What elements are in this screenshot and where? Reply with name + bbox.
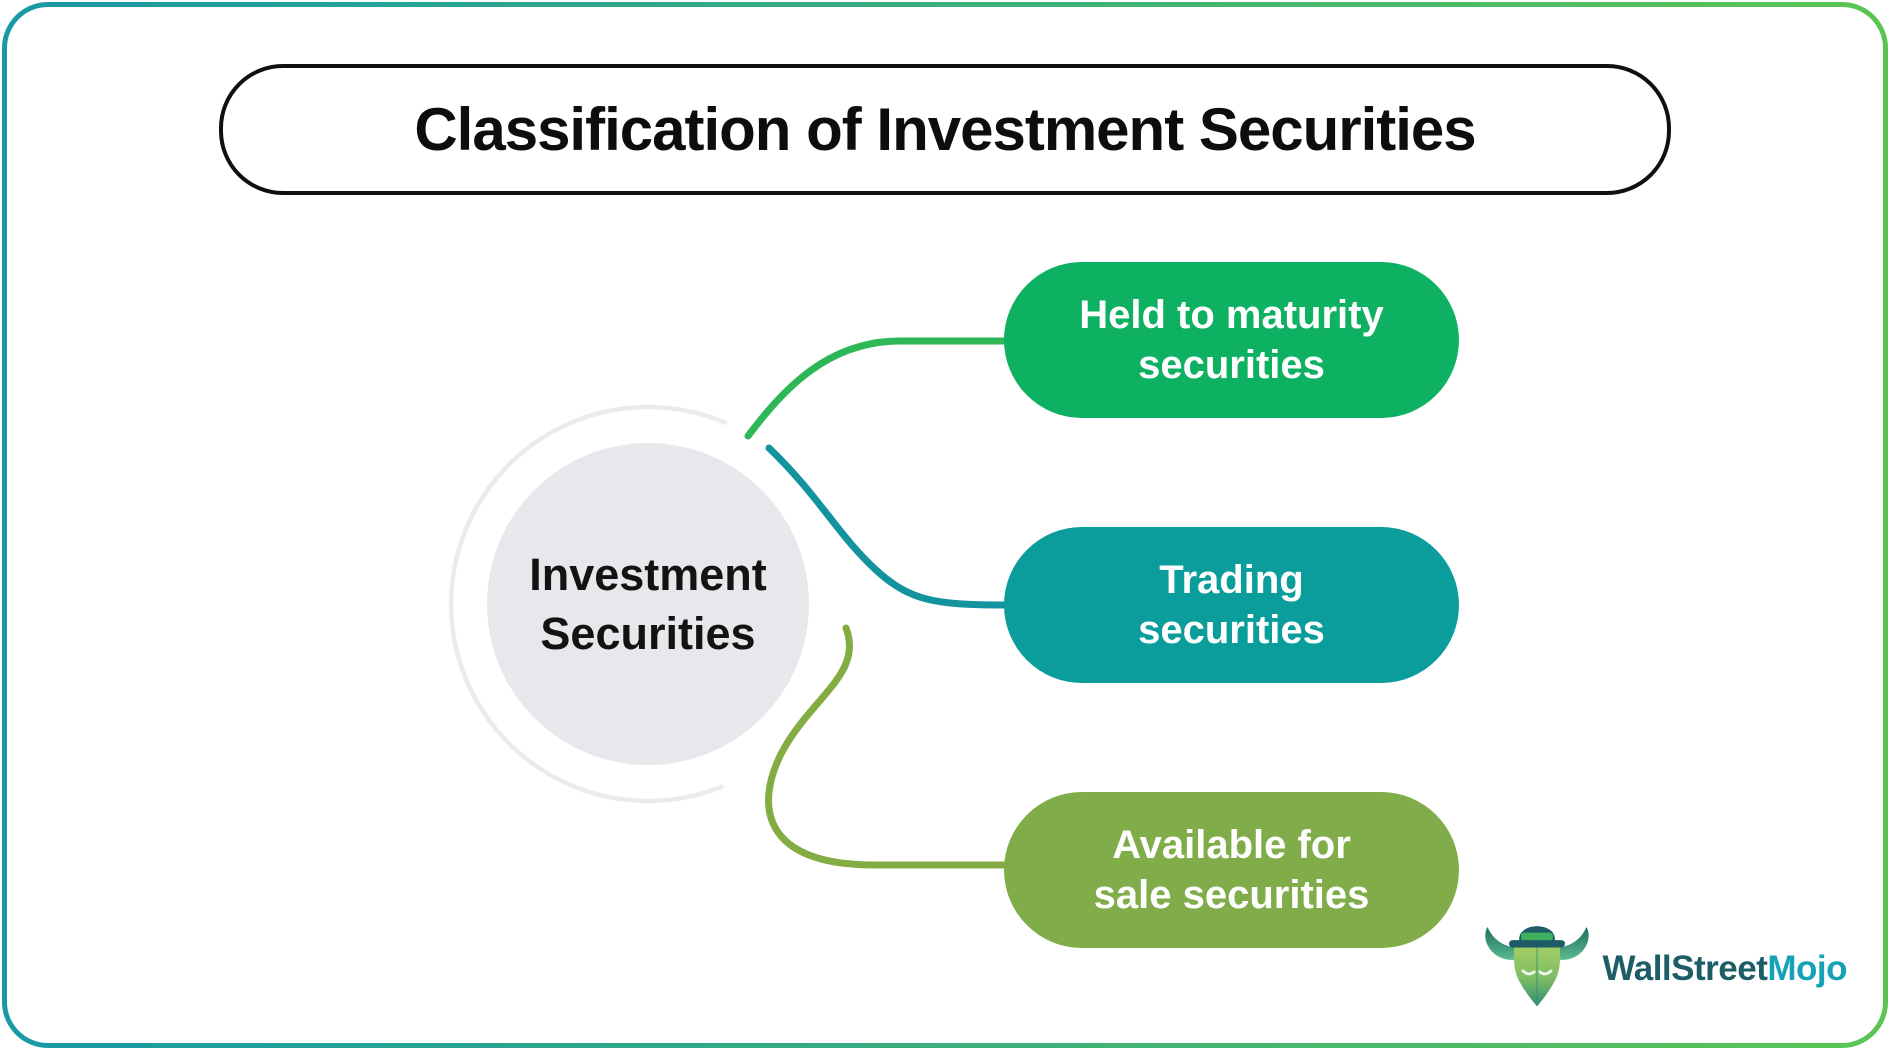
center-node-label: Investment Securities [529,545,767,664]
branch-trading: Trading securities [1004,527,1459,683]
branch-held-to-maturity-line2: securities [1138,343,1325,387]
branch-available-for-sale-line2: sale securities [1093,873,1370,917]
branch-held-to-maturity: Held to maturity securities [1004,262,1459,418]
branch-held-to-maturity-line1: Held to maturity [1079,292,1384,337]
page-title: Classification of Investment Securities [414,96,1476,163]
logo-mojo-text: Mojo [1767,949,1847,988]
logo-wallstreet-text: WallStreet [1602,949,1768,988]
branch-trading-line2: securities [1138,608,1325,652]
bull-left-eye [1521,969,1536,976]
branch-available-for-sale: Available for sale securities [1004,792,1459,948]
connector-available-for-sale [765,624,1010,869]
bull-right-eye [1537,969,1552,976]
center-node-line2: Securities [540,608,756,659]
infographic-background: Classification of Investment Securities … [7,7,1883,1043]
logo-wordmark: WallStreetMojo [1603,949,1848,989]
bull-hat-brim [1508,940,1565,948]
branch-available-for-sale-line1: Available for [1112,822,1351,867]
bull-mascot-icon [1484,926,1589,1007]
branch-trading-line1: Trading [1159,557,1304,602]
center-node-line1: Investment [529,548,767,600]
bull-hat-band [1520,932,1553,941]
center-node: Investment Securities [487,443,809,765]
connector-held-to-maturity [744,337,1010,440]
wallstreetmojo-logo: WallStreetMojo [1481,913,1848,1025]
title-box: Classification of Investment Securities [219,64,1671,195]
